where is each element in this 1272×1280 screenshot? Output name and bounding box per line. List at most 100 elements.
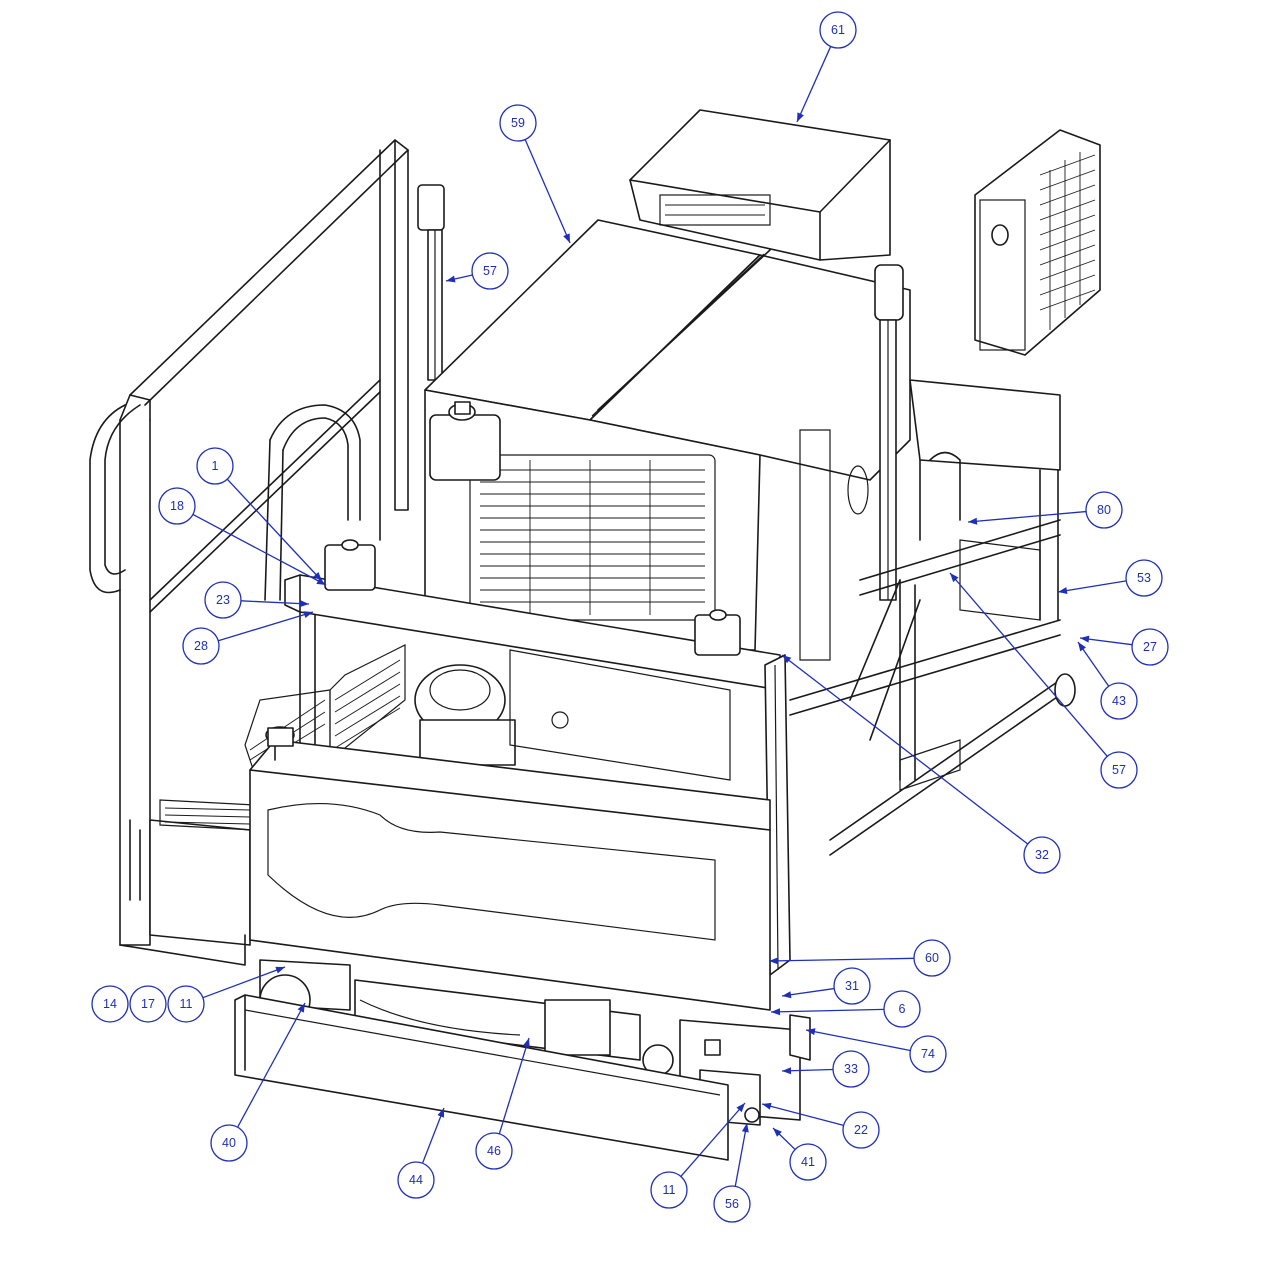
callout-label: 27 xyxy=(1143,640,1157,654)
callout-bubble xyxy=(1085,491,1123,529)
callout-label: 11 xyxy=(663,1183,676,1197)
callout-arrowhead xyxy=(769,957,779,965)
callout-c60: 60 xyxy=(768,939,951,977)
callout-c44: 44 xyxy=(397,1107,445,1199)
callout-c80: 80 xyxy=(967,491,1123,529)
callout-arrowhead xyxy=(303,611,313,618)
callout-c18: 18 xyxy=(158,487,327,586)
callout-leader xyxy=(796,46,832,123)
engine-enclosure xyxy=(424,219,911,661)
callout-c57a: 57 xyxy=(445,252,509,290)
callout-leader xyxy=(770,1008,885,1013)
callout-label: 18 xyxy=(170,499,184,513)
callout-leader xyxy=(967,510,1087,523)
callout-c22: 22 xyxy=(761,1102,880,1149)
callout-bubble xyxy=(1125,559,1163,597)
callout-label: 28 xyxy=(194,639,208,653)
callout-arrowhead xyxy=(741,1123,749,1133)
callout-c31: 31 xyxy=(781,967,871,1005)
rear-enclosure xyxy=(629,109,891,261)
callout-c14: 14 xyxy=(91,985,129,1023)
callout-leader xyxy=(1057,580,1127,593)
callout-arrowhead xyxy=(316,577,326,585)
callout-bubble xyxy=(471,252,509,290)
callout-arrowhead xyxy=(797,112,804,122)
callout-label: 43 xyxy=(1112,694,1126,708)
callout-bubble xyxy=(196,447,234,485)
callout-label: 59 xyxy=(511,116,525,130)
left-handrail xyxy=(89,139,409,946)
callout-arrowhead xyxy=(806,1028,816,1036)
callout-c28: 28 xyxy=(182,611,314,665)
callout-bubble xyxy=(713,1185,751,1223)
callout-arrowhead xyxy=(437,1108,444,1118)
callout-leader xyxy=(524,139,571,244)
callout-arrowhead xyxy=(762,1102,772,1110)
callout-c40: 40 xyxy=(210,1002,306,1162)
callout-bubble xyxy=(909,1035,947,1073)
callout-arrowhead xyxy=(782,1067,792,1075)
callout-label: 11 xyxy=(180,997,193,1011)
louvered-grille xyxy=(469,454,716,621)
callout-bubble xyxy=(1131,628,1169,666)
callout-leader xyxy=(761,1103,844,1127)
callout-c11a: 11 xyxy=(167,966,286,1023)
callout-bubble xyxy=(832,1050,870,1088)
callout-label: 17 xyxy=(141,997,155,1011)
callout-bubble xyxy=(499,104,537,142)
callout-leader xyxy=(202,966,286,999)
callout-bubble xyxy=(210,1124,248,1162)
callout-bubble xyxy=(475,1132,513,1170)
callout-bubble xyxy=(167,985,205,1023)
left-platform xyxy=(119,644,406,966)
callout-label: 44 xyxy=(409,1173,423,1187)
callout-bubble xyxy=(833,967,871,1005)
callout-bubble xyxy=(819,11,857,49)
callout-leader xyxy=(734,1122,748,1187)
callout-arrowhead xyxy=(1080,635,1090,643)
right-frame xyxy=(789,379,1076,856)
callout-c27: 27 xyxy=(1079,628,1169,666)
callout-c1: 1 xyxy=(196,447,323,582)
callout-leader xyxy=(781,654,1029,845)
callout-bubble xyxy=(91,985,129,1023)
callout-label: 14 xyxy=(103,997,117,1011)
callout-leader xyxy=(226,478,323,582)
callout-arrowhead xyxy=(771,1008,781,1016)
callout-label: 32 xyxy=(1035,848,1049,862)
callout-label: 74 xyxy=(921,1047,935,1061)
callout-label: 23 xyxy=(216,593,230,607)
callout-c59: 59 xyxy=(499,104,571,244)
callout-label: 53 xyxy=(1137,571,1151,585)
callout-c57b: 57 xyxy=(949,572,1138,789)
callout-arrowhead xyxy=(1078,642,1087,652)
callout-label: 60 xyxy=(925,951,939,965)
callout-c6: 6 xyxy=(770,990,921,1028)
callout-bubble xyxy=(1023,836,1061,874)
callout-label: 31 xyxy=(845,979,859,993)
callouts-layer: 6159571182328805327435732603167433224156… xyxy=(91,11,1169,1223)
callout-bubble xyxy=(158,487,196,525)
callout-arrowhead xyxy=(773,1128,782,1137)
callout-bubble xyxy=(182,627,220,665)
radiator xyxy=(974,129,1101,356)
callout-bubble xyxy=(129,985,167,1023)
callout-arrowhead xyxy=(299,600,309,608)
callout-bubble xyxy=(397,1161,435,1199)
callout-c53: 53 xyxy=(1057,559,1163,597)
callout-bubble xyxy=(650,1171,688,1209)
callout-leader xyxy=(421,1107,445,1164)
callout-label: 61 xyxy=(831,23,845,37)
callout-label: 56 xyxy=(725,1197,739,1211)
callout-bubble xyxy=(1100,682,1138,720)
callout-leader xyxy=(218,611,314,642)
callout-arrowhead xyxy=(1058,587,1068,595)
callout-arrowhead xyxy=(446,275,456,283)
callout-arrowhead xyxy=(950,573,959,583)
callout-leader xyxy=(192,513,327,586)
callout-leader xyxy=(768,957,915,962)
callout-arrowhead xyxy=(275,966,285,974)
callout-arrowhead xyxy=(782,991,792,999)
